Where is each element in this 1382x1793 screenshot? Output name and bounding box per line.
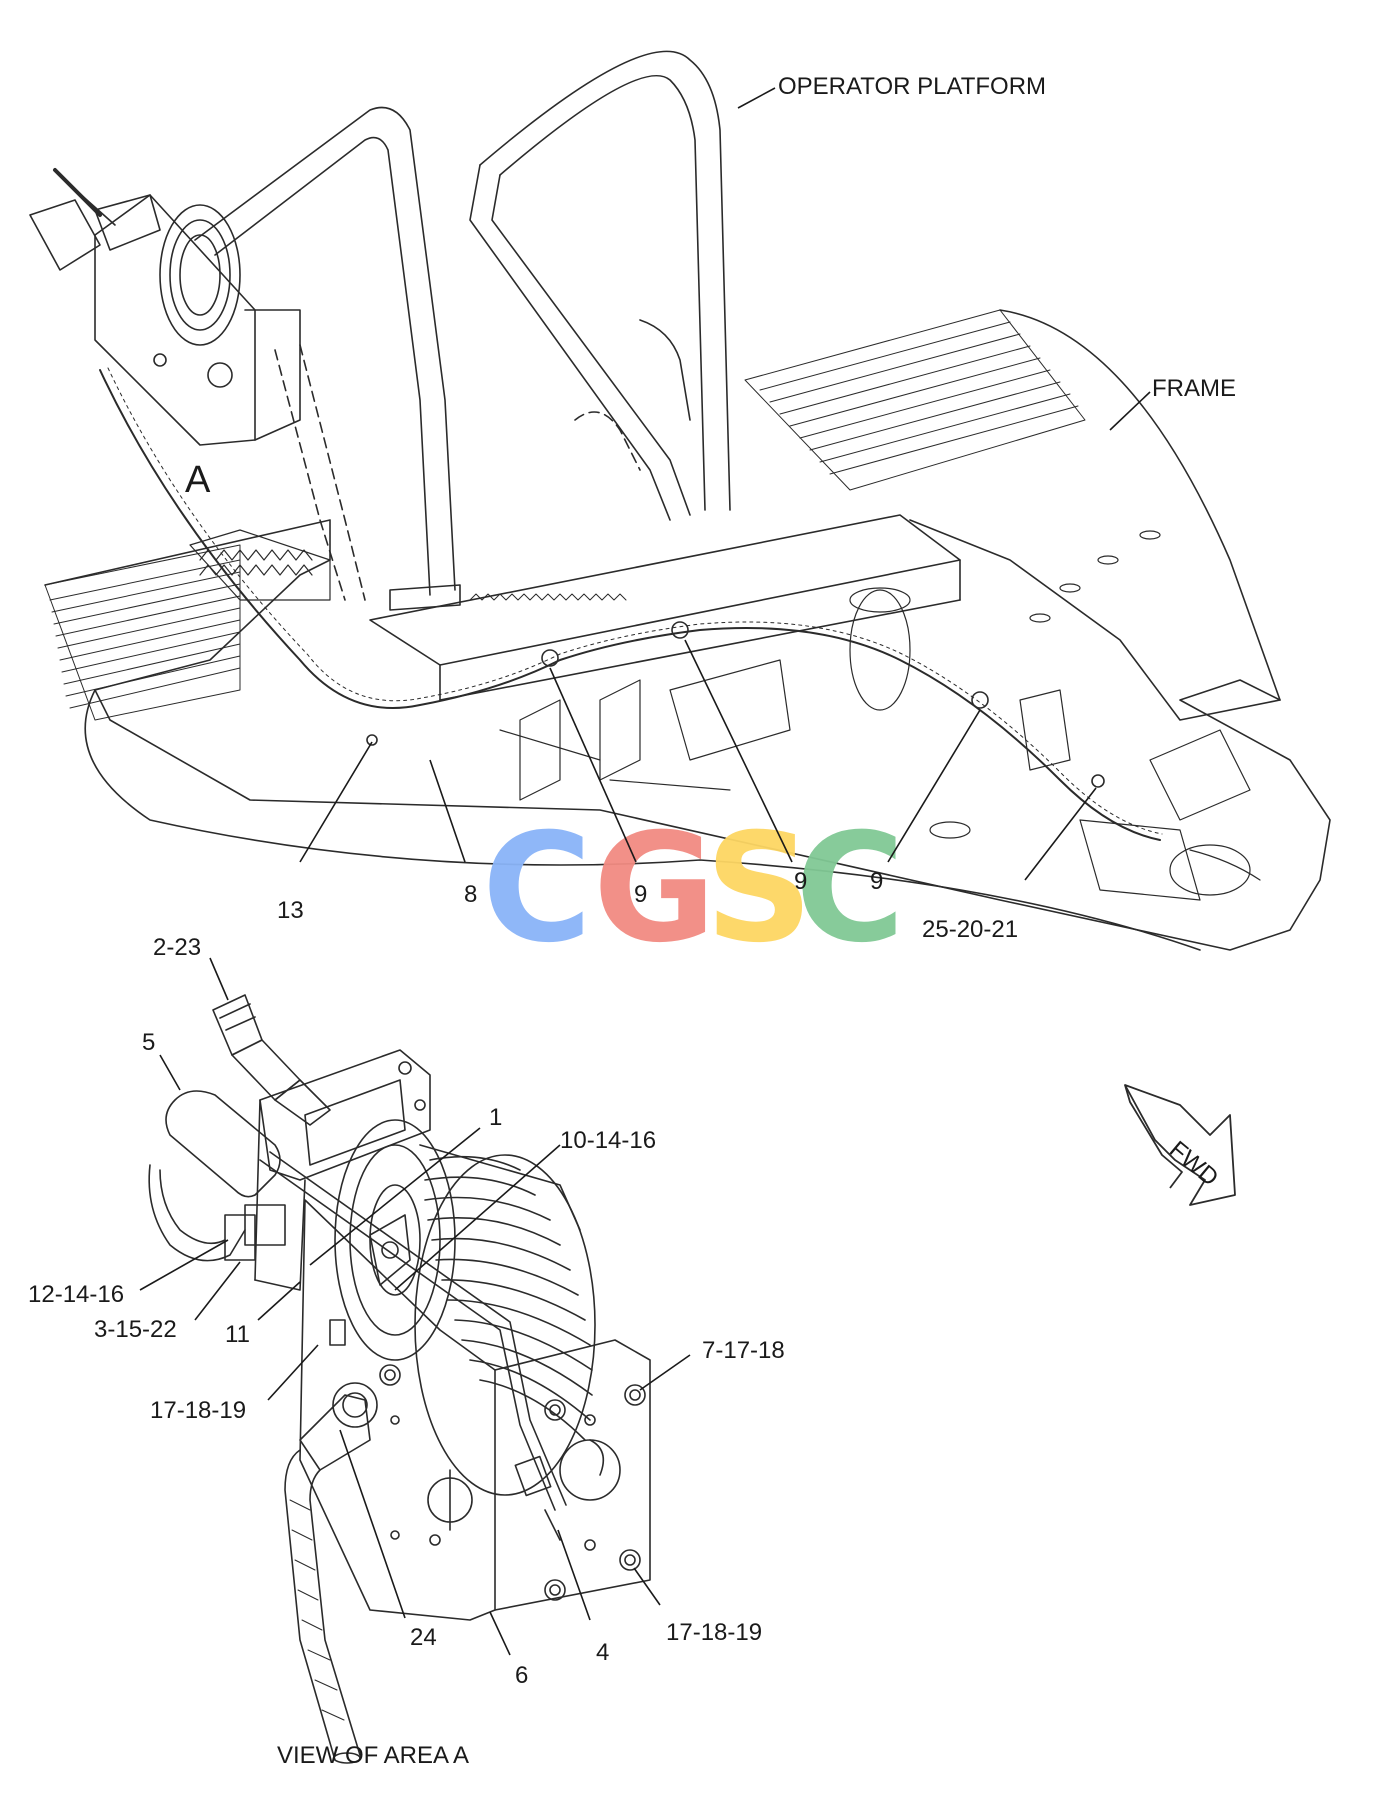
watermark-letter-s: S (705, 802, 813, 976)
leader-25-20-21 (1024, 787, 1097, 881)
left-handrail (195, 108, 460, 611)
callout-12-14-16: 12-14-16 (28, 1281, 124, 1308)
callout-10-14-16: 10-14-16 (560, 1127, 656, 1154)
leader-13 (299, 741, 373, 863)
fwd-arrow: FWD (1124, 1084, 1236, 1206)
leader-9b (684, 639, 793, 863)
undercarriage-components (500, 588, 1260, 900)
platform-deck-outline (45, 520, 1330, 950)
deck-front-curve (85, 690, 1200, 950)
leader-17-18-19-left (267, 1344, 319, 1401)
right-handrail (470, 51, 730, 520)
inlet-fitting (213, 995, 330, 1125)
mounting-bracket (255, 1050, 430, 1290)
watermark-letter-c2: C (795, 802, 905, 976)
callout-17-18-19-left: 17-18-19 (150, 1397, 246, 1424)
serrated-step (190, 530, 330, 600)
leader-6 (489, 1611, 511, 1656)
leader-8 (429, 759, 466, 863)
watermark: C G S C (482, 802, 905, 976)
leader-24 (339, 1429, 406, 1619)
guide-arm (260, 1152, 566, 1540)
callout-24: 24 (410, 1624, 437, 1651)
leader-10-14-16 (394, 1144, 561, 1291)
leader-5 (159, 1054, 181, 1091)
callout-2-23: 2-23 (153, 934, 201, 961)
callout-7-17-18: 7-17-18 (702, 1337, 785, 1364)
view-caption: VIEW OF AREA A (277, 1742, 469, 1769)
callout-1: 1 (489, 1104, 502, 1131)
leader-11 (257, 1281, 301, 1321)
leader-3-15-22 (194, 1261, 241, 1321)
frame-plate (910, 310, 1280, 720)
leader-operator-platform (737, 87, 776, 109)
hose-clips (367, 622, 1104, 787)
leader-7-17-18 (639, 1354, 691, 1391)
callout-11: 11 (225, 1321, 250, 1348)
side-plate (300, 1200, 650, 1620)
callout-9b: 9 (794, 868, 807, 895)
reel-drum (335, 1120, 595, 1495)
callout-5: 5 (142, 1029, 155, 1056)
leader-12-14-16 (139, 1239, 229, 1291)
leader-2-23 (209, 957, 229, 1001)
outlet-hose (285, 1383, 377, 1763)
area-a-label: A (185, 459, 211, 501)
callout-4: 4 (596, 1639, 609, 1666)
annotations (139, 87, 1151, 1656)
main-beam (370, 515, 960, 700)
callout-13: 13 (277, 897, 304, 924)
right-tread (745, 310, 1085, 490)
frame-label: FRAME (1152, 375, 1236, 402)
operator-platform-label: OPERATOR PLATFORM (778, 73, 1046, 100)
frame-slots (1030, 531, 1160, 622)
control-handle (149, 1091, 285, 1261)
label-text: OPERATOR PLATFORM FRAME A 13 8 9 9 9 25-… (28, 73, 1236, 1769)
leader-17-18-19-bottom (633, 1567, 661, 1606)
machine-overview-drawing (30, 51, 1330, 950)
left-tread (45, 545, 240, 720)
leader-9a (549, 667, 637, 863)
callout-6: 6 (515, 1662, 528, 1689)
leader-frame (1109, 391, 1151, 431)
callout-25-20-21: 25-20-21 (922, 916, 1018, 943)
hose-reel-detail-drawing (149, 995, 650, 1763)
watermark-letter-c1: C (482, 802, 592, 976)
leader-4 (557, 1529, 591, 1621)
callout-8: 8 (464, 881, 477, 908)
callout-3-15-22: 3-15-22 (94, 1316, 177, 1343)
callout-9a: 9 (634, 881, 647, 908)
watermark-letter-g: G (593, 802, 716, 976)
callout-17-18-19-bottom: 17-18-19 (666, 1619, 762, 1646)
leader-1 (309, 1127, 481, 1266)
hose-line (100, 368, 1162, 840)
leader-9c (887, 709, 981, 863)
callout-9c: 9 (870, 868, 883, 895)
hose-reel-small (30, 170, 300, 445)
